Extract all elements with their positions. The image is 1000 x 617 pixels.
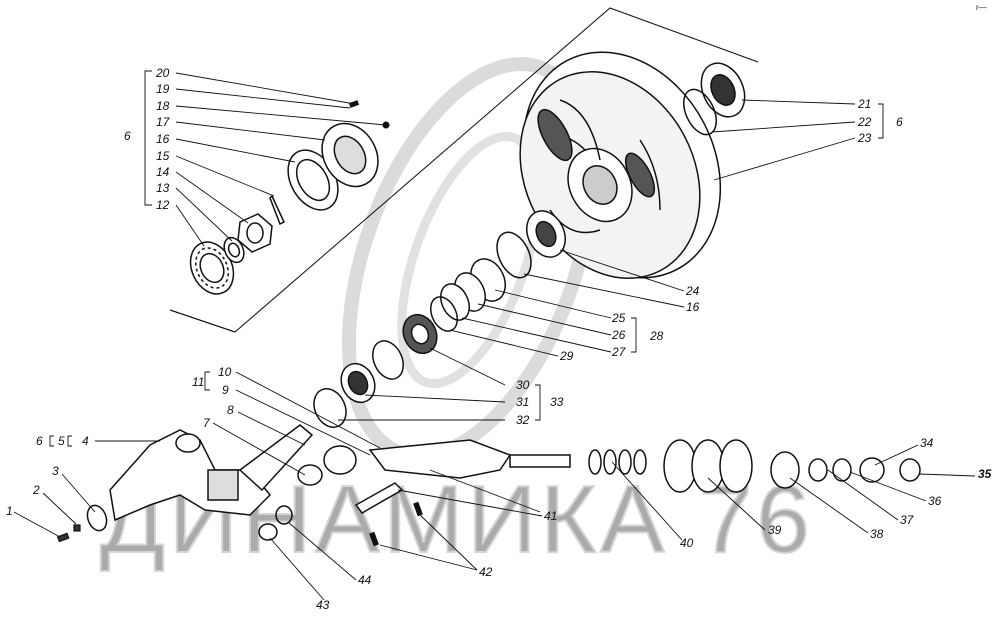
callout-34: 34: [920, 436, 934, 450]
callout-10: 10: [218, 365, 232, 379]
callout-40: 40: [680, 536, 694, 550]
leader-lines: [13, 70, 976, 601]
callout-37: 37: [900, 513, 915, 527]
callout-22: 22: [857, 115, 872, 129]
nut-30: [402, 313, 438, 355]
seal-3: [86, 504, 108, 532]
shaft-assembly-9-10: [368, 439, 571, 479]
callout-21: 21: [857, 97, 871, 111]
callout-38: 38: [870, 527, 884, 541]
bearing-24: [526, 210, 566, 258]
callout-labels: 20 19 18 17 16 15 14 13 12 6 21 22 23 6 …: [6, 66, 992, 612]
watermark: ДИНАМИКА 76: [99, 57, 814, 574]
callout-4: 4: [82, 434, 89, 448]
callout-6-upper: 6: [124, 129, 131, 143]
corner-mark: r—: [976, 3, 987, 12]
callout-3: 3: [52, 464, 59, 478]
watermark-text: ДИНАМИКА 76: [100, 466, 814, 573]
callout-5: 5: [58, 434, 65, 448]
callout-31: 31: [516, 395, 529, 409]
bearing-31: [340, 362, 376, 404]
callout-17: 17: [156, 115, 171, 129]
callout-15: 15: [156, 149, 170, 163]
callout-35: 35: [978, 467, 992, 481]
callout-7: 7: [203, 416, 211, 430]
cotter-pin-15: [269, 194, 285, 226]
large-wheel-hub: [519, 51, 722, 279]
spacers-39: [663, 439, 753, 493]
callout-12: 12: [156, 198, 170, 212]
callout-39: 39: [768, 523, 782, 537]
callout-36: 36: [928, 494, 942, 508]
callout-29: 29: [559, 349, 574, 363]
callout-18: 18: [156, 99, 170, 113]
divider-lines: [169, 7, 759, 333]
callout-44: 44: [358, 573, 372, 587]
pins-42: [369, 501, 423, 547]
callout-16b: 16: [686, 300, 700, 314]
callout-11: 11: [192, 375, 204, 389]
callout-43: 43: [316, 598, 330, 612]
key-41: [354, 482, 404, 514]
callout-6-right: 6: [896, 115, 903, 129]
nut-14: [237, 213, 273, 253]
bolt-1-2: [56, 524, 81, 543]
callout-23: 23: [857, 131, 872, 145]
callout-1: 1: [6, 504, 13, 518]
snap-ring-22: [683, 88, 717, 136]
callout-8: 8: [227, 403, 234, 417]
callout-25: 25: [611, 311, 626, 325]
housing-4: [109, 429, 272, 522]
callout-2: 2: [32, 483, 40, 497]
callout-32: 32: [516, 413, 530, 427]
callout-13: 13: [156, 181, 170, 195]
callout-33: 33: [550, 395, 564, 409]
callout-19: 19: [156, 82, 170, 96]
callout-30: 30: [516, 378, 530, 392]
spring-40: [588, 449, 647, 475]
shaft-7: [238, 424, 314, 492]
callout-41: 41: [544, 509, 557, 523]
gasket-16b: [496, 231, 532, 279]
callout-14: 14: [156, 165, 170, 179]
callout-6-lower: 6: [36, 434, 43, 448]
callout-9: 9: [222, 383, 229, 397]
callout-16: 16: [156, 132, 170, 146]
callout-28: 28: [649, 329, 664, 343]
bearing-12: [189, 241, 235, 295]
callout-24: 24: [685, 284, 700, 298]
bushing-8: [297, 445, 357, 486]
ring-29: [372, 340, 404, 380]
washers-43-44: [258, 505, 293, 541]
callout-42: 42: [479, 565, 493, 579]
bearing-21: [700, 62, 746, 118]
callout-20: 20: [155, 66, 170, 80]
callout-27: 27: [611, 345, 627, 359]
cover-17: [321, 122, 379, 188]
callout-26: 26: [611, 328, 626, 342]
